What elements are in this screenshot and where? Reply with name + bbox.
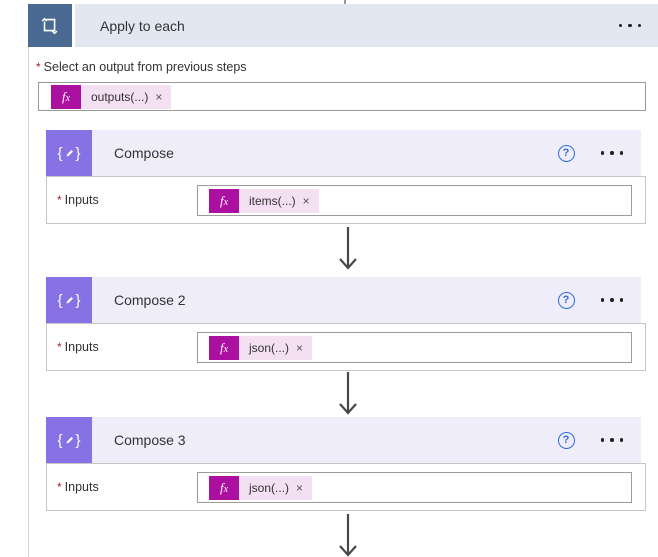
- card-title: Compose 2: [114, 292, 186, 308]
- remove-token-icon[interactable]: ×: [296, 480, 304, 495]
- token-text: outputs(...): [91, 89, 149, 104]
- output-label: * Select an output from previous steps: [36, 60, 247, 74]
- scope-titlebar: Apply to each: [75, 4, 658, 47]
- remove-token-icon[interactable]: ×: [155, 89, 163, 104]
- ellipsis-icon[interactable]: [599, 432, 626, 448]
- loop-icon: [28, 4, 72, 47]
- required-marker: *: [36, 60, 41, 74]
- help-icon[interactable]: ?: [557, 144, 575, 162]
- card-title: Compose 3: [114, 432, 186, 448]
- compose-card-header[interactable]: { } Compose 3 ?: [46, 417, 641, 463]
- ellipsis-icon[interactable]: [599, 145, 626, 161]
- token-text: json(...): [249, 340, 290, 355]
- compose-icon: { }: [46, 130, 92, 176]
- card-title: Compose: [114, 145, 174, 161]
- remove-token-icon[interactable]: ×: [296, 340, 304, 355]
- ellipsis-icon[interactable]: [599, 292, 626, 308]
- help-icon[interactable]: ?: [557, 431, 575, 449]
- connector-line: [344, 0, 346, 4]
- inputs-label: * Inputs: [57, 340, 99, 354]
- arrow-down-icon: [336, 514, 360, 557]
- arrow-down-icon: [336, 227, 360, 270]
- ellipsis-icon[interactable]: [617, 18, 644, 34]
- arrow-down-icon: [336, 372, 360, 415]
- scope-title: Apply to each: [100, 17, 185, 34]
- inputs-label: * Inputs: [57, 193, 99, 207]
- compose-icon: { }: [46, 277, 92, 323]
- compose-card-header[interactable]: { } Compose 2 ?: [46, 277, 641, 323]
- apply-to-each-scope: Apply to each * Select an output from pr…: [28, 4, 658, 557]
- output-label-text: Select an output from previous steps: [43, 60, 247, 74]
- inputs-label: * Inputs: [57, 480, 99, 494]
- compose-card-header[interactable]: { } Compose ?: [46, 130, 641, 176]
- token-text: json(...): [249, 480, 290, 495]
- compose-icon: { }: [46, 417, 92, 463]
- help-icon[interactable]: ?: [557, 291, 575, 309]
- apply-to-each-header[interactable]: Apply to each: [28, 4, 658, 47]
- token-text: items(...): [249, 193, 296, 208]
- remove-token-icon[interactable]: ×: [302, 193, 310, 208]
